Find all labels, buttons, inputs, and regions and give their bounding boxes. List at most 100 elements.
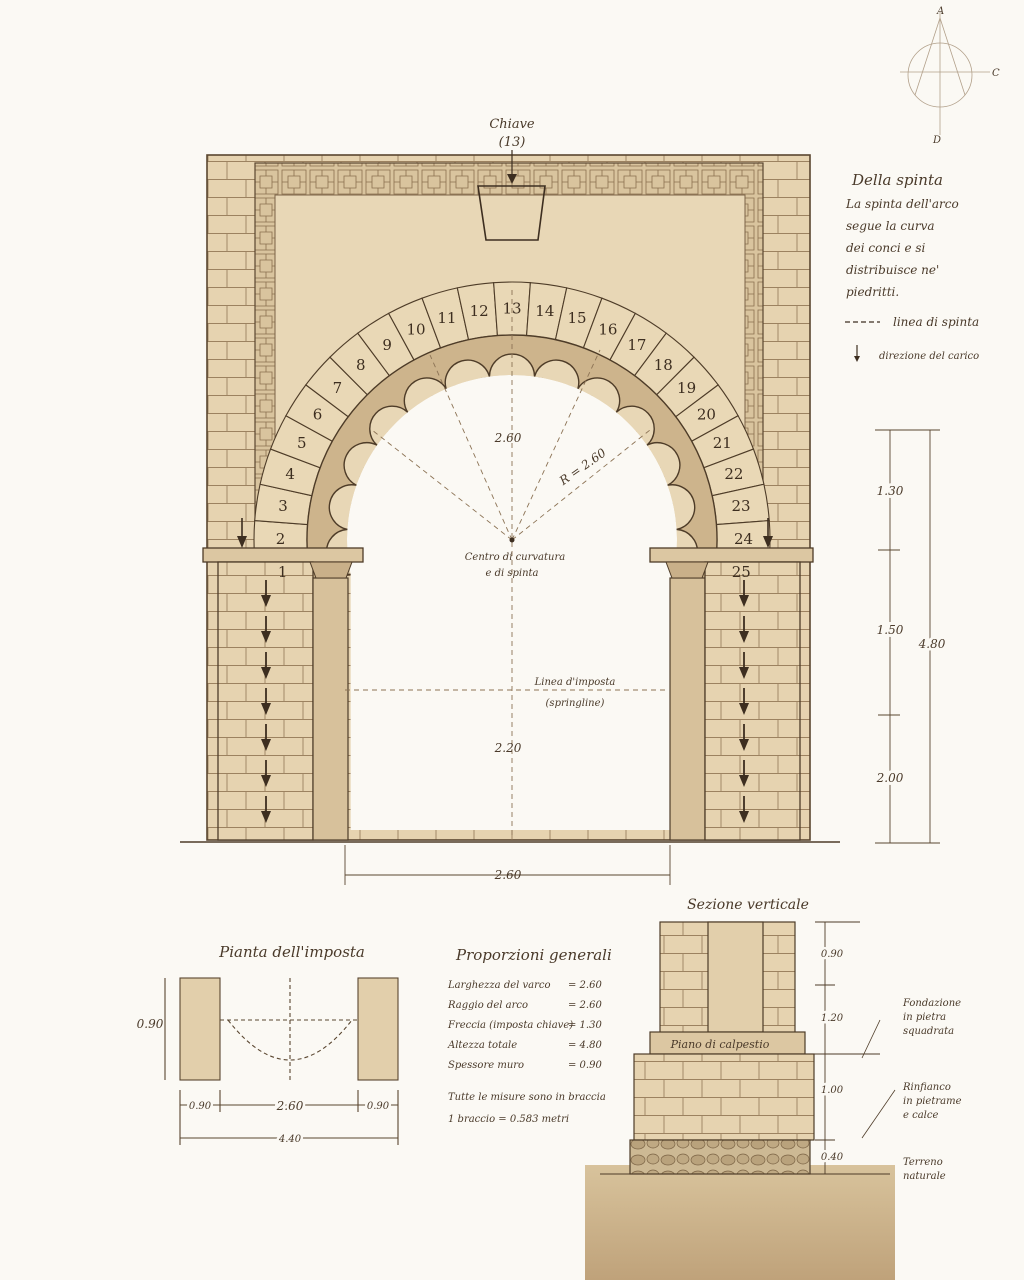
plan-right-width: 0.90 [367,1101,390,1112]
right-pier [704,561,801,841]
legend-load-direction: direzione del carico [879,351,979,362]
construction-lines [345,290,668,840]
section-material-label: squadrata [903,1026,954,1037]
proportion-label: Freccia (imposta chiave) [447,1020,573,1031]
thrust-note-line: distribuisce ne' [846,263,939,277]
section-material-label: naturale [903,1171,946,1182]
proportion-label: Spessore muro [448,1060,524,1071]
plan-title: Pianta dell'imposta [218,943,365,961]
voussoir-number: 20 [697,405,716,423]
key-label: Chiave [489,117,535,132]
section-dim-1-20: 1.20 [821,1013,844,1024]
scalloped-intrados [306,334,718,584]
voussoir-number: 17 [627,336,646,354]
left-capital [309,561,353,579]
keystone-frame [477,185,546,241]
dimension-1-50: 1.50 [877,623,904,637]
springline-label: Linea d'imposta [534,677,616,688]
pier-height-dimension: 2.20 [494,741,522,755]
springline-label-2: (springline) [546,698,605,709]
voussoir-number: 2 [276,530,286,548]
section-material-label: in pietra [903,1012,946,1023]
voussoir-number: 3 [278,497,288,515]
plan-middle-width: 2.60 [276,1099,304,1113]
compass-construction [900,12,990,135]
thrust-note-text: La spinta dell'arco segue la curva dei con… [845,197,959,299]
voussoir-number: 13 [502,300,521,318]
section-material-label: Fondazione [902,998,961,1009]
voussoir-number: 24 [734,530,753,548]
voussoir-number: 21 [713,434,732,452]
left-column [312,577,349,841]
section-title: Sezione verticale [687,897,809,913]
vertical-section-drawing [585,921,896,1280]
voussoir-number: 1 [278,563,288,581]
plan-drawing [164,977,399,1145]
dimension-total-4-80: 4.80 [918,637,946,651]
voussoir-number: 18 [654,356,673,374]
proportions-title: Proporzioni generali [455,946,612,964]
voussoir-number: 7 [333,379,343,397]
dimension-1-30: 1.30 [877,484,904,498]
right-capital [665,561,709,579]
plan-depth: 0.90 [137,1017,164,1031]
curvature-center-point [509,537,515,543]
proportion-label: Larghezza del varco [447,980,551,991]
compass-label-d: D [932,135,941,146]
thrust-note-line: segue la curva [846,219,935,233]
section-material-label: Terreno [903,1157,943,1168]
thrust-note-line: La spinta dell'arco [845,197,959,211]
voussoir-number: 10 [407,320,426,338]
section-dim-0-90: 0.90 [821,949,844,960]
plan-total-width: 4.40 [278,1134,302,1145]
voussoir-number: 25 [732,563,751,581]
thrust-note-line: dei conci e si [846,241,926,255]
compass-label-a: A [936,6,944,17]
voussoir-number: 4 [285,465,295,483]
section-material-label: Rinfianco [902,1082,951,1093]
section-material-label: e calce [903,1110,938,1121]
right-column [669,577,706,841]
proportion-value: = 2.60 [568,980,602,991]
voussoir-number: 8 [356,356,366,374]
thrust-note-line: piedritti. [846,285,899,299]
height-dimension-chain [875,429,940,844]
voussoir-number: 5 [297,434,307,452]
voussoir-number: 16 [598,320,617,338]
rise-dimension: 2.60 [494,431,522,445]
dimension-2-00: 2.00 [876,771,904,785]
voussoir-number: 23 [731,497,750,515]
voussoir-number: 15 [568,309,587,327]
voussoir-number: 6 [313,405,323,423]
proportion-value: = 4.80 [568,1040,602,1051]
voussoir-number: 9 [382,336,392,354]
right-impost-cornice [649,547,814,563]
floor-level-label: Piano di calpestio [670,1038,770,1051]
units-note: Tutte le misure sono in braccia [448,1092,606,1103]
left-impost-cornice [202,547,364,563]
key-number-label: (13) [499,135,526,150]
proportion-value: = 0.90 [568,1060,602,1071]
plan-left-width: 0.90 [189,1101,212,1112]
conversion-note: 1 braccio = 0.583 metri [448,1114,569,1125]
proportion-value: = 2.60 [568,1000,602,1011]
section-dim-0-40: 0.40 [821,1152,844,1163]
curvature-center-label: Centro di curvatura [465,552,565,563]
voussoir-number: 19 [677,379,696,397]
curvature-center-label-2: e di spinta [485,568,538,579]
voussoir-number: 22 [724,465,743,483]
proportion-label: Raggio del arco [447,1000,528,1011]
section-material-label: in pietrame [903,1096,962,1107]
voussoir-number: 12 [470,302,489,320]
thrust-note-title: Della spinta [851,171,943,189]
voussoir-number: 14 [535,302,554,320]
arch-elevation [180,154,840,843]
proportion-label: Altezza totale [447,1040,517,1051]
voussoir-number: 11 [437,309,456,327]
span-dimension: 2.60 [494,868,522,882]
proportion-value: = 1.30 [568,1020,602,1031]
